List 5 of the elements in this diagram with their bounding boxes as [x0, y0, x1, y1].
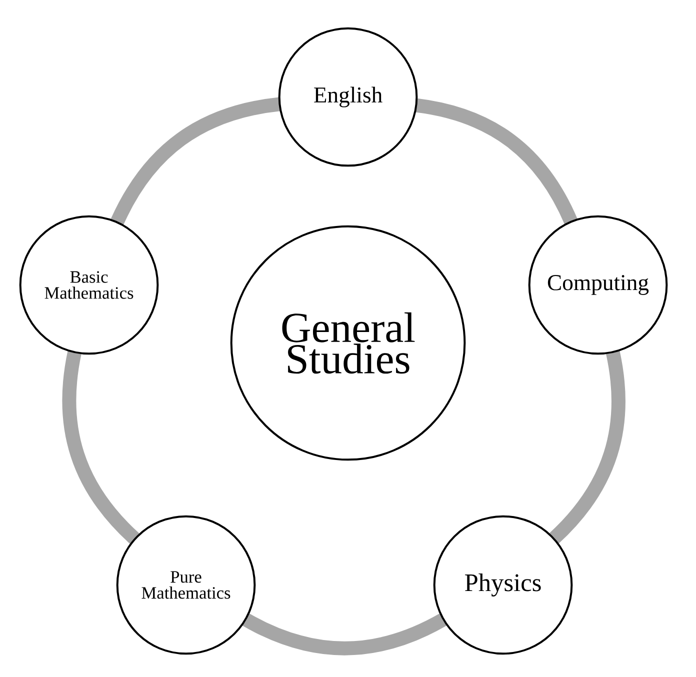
ring-arc: [110, 97, 280, 226]
ring-arc: [62, 351, 140, 544]
ring-arc: [242, 613, 447, 656]
ring-arc: [548, 351, 626, 544]
ring-arc: [415, 98, 578, 225]
